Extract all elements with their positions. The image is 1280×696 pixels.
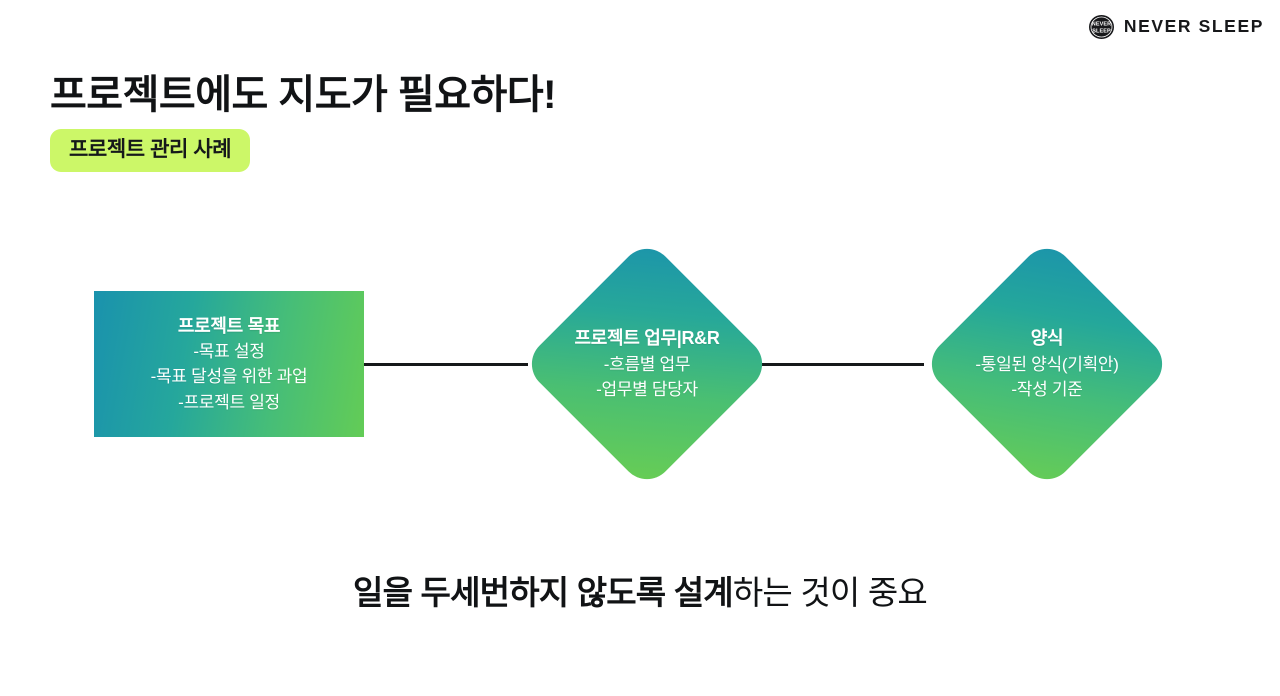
flow-connector-2: [762, 363, 924, 366]
svg-text:SLEEP: SLEEP: [1092, 29, 1111, 35]
flow-node-line: -목표 설정: [193, 341, 265, 361]
flow-node-line: -업무별 담당자: [596, 380, 698, 400]
flow-node-template[interactable]: 양식 -통일된 양식(기획안) -작성 기준: [921, 238, 1173, 490]
svg-text:NEVER: NEVER: [1092, 22, 1111, 28]
process-flow-diagram: 프로젝트 목표 -목표 설정 -목표 달성을 위한 과업 -프로젝트 일정 프로…: [0, 225, 1280, 515]
brand-logo: NEVER SLEEP NEVER SLEEP: [1088, 14, 1264, 40]
never-sleep-oval-icon: NEVER SLEEP: [1088, 15, 1114, 39]
flow-node-title: 프로젝트 목표: [177, 315, 281, 336]
flow-node-task-rnr[interactable]: 프로젝트 업무|R&R -흐름별 업무 -업무별 담당자: [521, 238, 773, 490]
flow-node-line: -흐름별 업무: [603, 354, 691, 374]
flow-node-line: -통일된 양식(기획안): [975, 354, 1119, 374]
footer-caption-normal: 하는 것이 중요: [732, 574, 928, 611]
brand-name: NEVER SLEEP: [1123, 16, 1264, 37]
flow-connector-1: [362, 363, 528, 366]
footer-caption-strong: 일을 두세번하지 않도록 설계: [353, 574, 734, 611]
flow-node-line: -프로젝트 일정: [178, 392, 280, 412]
page-title: 프로젝트에도 지도가 필요하다!: [50, 72, 556, 117]
flow-node-project-goal[interactable]: 프로젝트 목표 -목표 설정 -목표 달성을 위한 과업 -프로젝트 일정: [94, 291, 364, 437]
footer-caption: 일을 두세번하지 않도록 설계하는 것이 중요: [0, 572, 1280, 615]
flow-node-content: 양식 -통일된 양식(기획안) -작성 기준: [922, 239, 1172, 489]
flow-node-line: -작성 기준: [1011, 380, 1083, 400]
flow-node-content: 프로젝트 업무|R&R -흐름별 업무 -업무별 담당자: [522, 239, 772, 489]
flow-node-line: -목표 달성을 위한 과업: [150, 367, 308, 387]
section-tag: 프로젝트 관리 사례: [50, 129, 251, 173]
flow-node-title: 프로젝트 업무|R&R: [574, 328, 720, 349]
flow-node-title: 양식: [1030, 328, 1064, 349]
